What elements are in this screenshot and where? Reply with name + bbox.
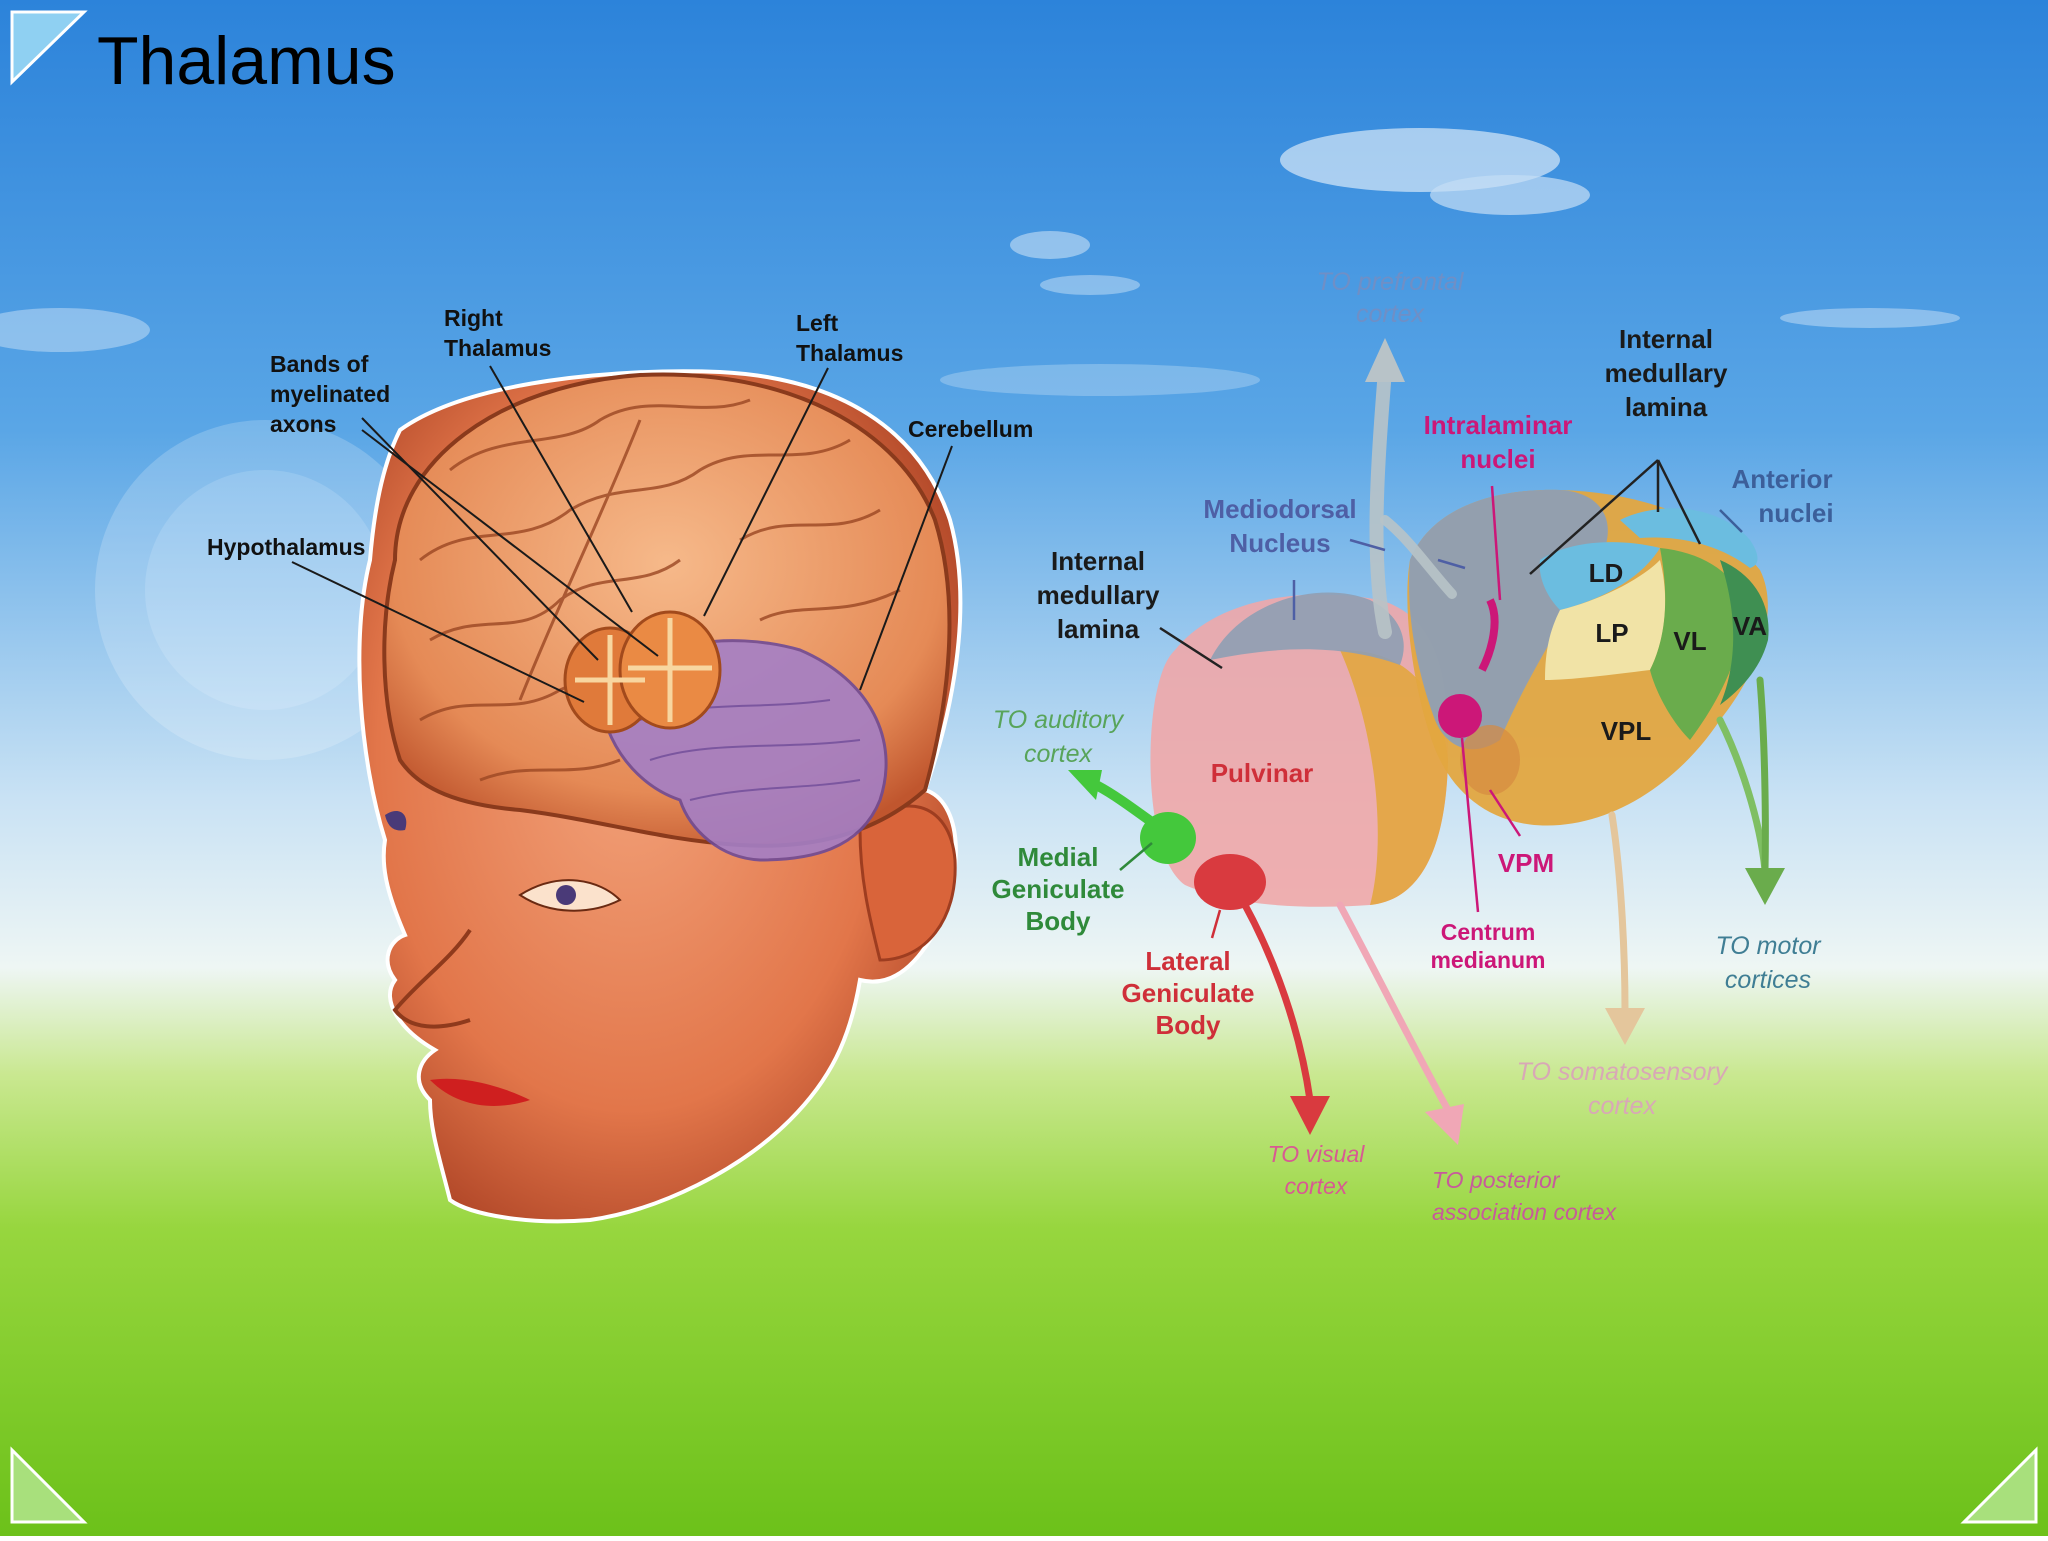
corner-triangle-top-left <box>10 10 88 86</box>
visual-arrow <box>1241 901 1314 1104</box>
pulvinar-cap <box>1210 592 1404 665</box>
somatosensory-arrowhead <box>1605 1008 1645 1045</box>
label-internal-lamina-left-line3: lamina <box>1057 614 1140 644</box>
va-nucleus <box>1720 560 1769 705</box>
anterior-nuclei <box>1620 508 1758 568</box>
motor-arrowhead <box>1745 868 1785 905</box>
corner-triangle-bottom-right <box>1960 1446 2038 1524</box>
label-prefrontal-line2: cortex <box>1356 300 1426 328</box>
prefrontal-arrowhead <box>1365 338 1405 382</box>
centrum-medianum <box>1438 694 1482 738</box>
label-visual-line1: TO visual <box>1268 1141 1366 1167</box>
visual-arrowhead <box>1290 1096 1330 1135</box>
label-bands-line1: Bands of <box>270 351 369 377</box>
label-prefrontal-line1: TO prefrontal <box>1317 268 1465 296</box>
label-internal-lamina-top-line3: lamina <box>1625 392 1708 422</box>
clouds <box>0 128 1960 396</box>
head-leader-lines <box>291 365 953 703</box>
head-illustration <box>357 369 963 1224</box>
label-right-thalamus-line1: Right <box>444 305 503 331</box>
ld-nucleus <box>1539 542 1660 610</box>
label-mgb-line2: Geniculate <box>992 874 1125 904</box>
lp-nucleus <box>1545 560 1666 680</box>
vpm-nucleus <box>1460 725 1520 795</box>
label-left-thalamus-line2: Thalamus <box>796 340 903 366</box>
label-somatosensory-line2: cortex <box>1588 1092 1658 1120</box>
label-ld: LD <box>1589 558 1624 588</box>
label-posterior-line1: TO posterior <box>1432 1167 1561 1193</box>
label-intralaminar-line2: nuclei <box>1460 444 1535 474</box>
prefrontal-arrow <box>1369 363 1392 639</box>
label-right-thalamus-line2: Thalamus <box>444 335 551 361</box>
label-mgb-line1: Medial <box>1018 842 1099 872</box>
label-pulvinar: Pulvinar <box>1211 758 1314 788</box>
label-bands-line3: axons <box>270 411 336 437</box>
label-left-thalamus-line1: Left <box>796 310 839 336</box>
label-lgb-line1: Lateral <box>1145 946 1230 976</box>
label-internal-lamina-left-line1: Internal <box>1051 546 1145 576</box>
label-vpm: VPM <box>1498 848 1554 878</box>
slide-title: Thalamus <box>97 23 396 99</box>
label-motor-line2: cortices <box>1725 966 1811 994</box>
label-internal-lamina-top-line1: Internal <box>1619 324 1713 354</box>
right-iris <box>556 885 576 905</box>
label-mgb-line3: Body <box>1026 906 1092 936</box>
label-posterior-line2: association cortex <box>1432 1199 1618 1225</box>
ear <box>858 804 957 962</box>
thalamus-leader-lines <box>1119 459 1743 939</box>
auditory-arrowhead <box>1068 770 1102 800</box>
label-visual-line2: cortex <box>1285 1173 1349 1199</box>
left-eye <box>385 810 407 831</box>
label-cerebellum: Cerebellum <box>908 416 1033 442</box>
label-somatosensory-line1: TO somatosensory <box>1517 1058 1729 1086</box>
label-intralaminar-line1: Intralaminar <box>1424 410 1573 440</box>
label-internal-lamina-left-line2: medullary <box>1037 580 1160 610</box>
label-internal-lamina-top-line2: medullary <box>1605 358 1728 388</box>
label-centrum-line2: medianum <box>1430 947 1545 973</box>
vl-nucleus <box>1650 548 1745 740</box>
thalamus-bands <box>575 618 712 725</box>
mouth <box>430 1078 530 1106</box>
label-auditory-line2: cortex <box>1024 740 1094 768</box>
intralaminar-nuclei <box>1478 598 1499 672</box>
somatosensory-arrow <box>1608 811 1629 1014</box>
corner-triangle-bottom-left <box>10 1446 88 1524</box>
label-lgb-line2: Geniculate <box>1122 978 1255 1008</box>
posterior-arrow <box>1336 901 1452 1114</box>
label-lgb-line3: Body <box>1156 1010 1222 1040</box>
label-centrum-line1: Centrum <box>1441 919 1536 945</box>
auditory-arrow <box>1093 781 1165 833</box>
label-mediodorsal-line1: Mediodorsal <box>1203 494 1356 524</box>
label-mediodorsal-line2: Nucleus <box>1229 528 1330 558</box>
lateral-geniculate-body <box>1194 854 1266 910</box>
label-lp: LP <box>1595 618 1628 648</box>
label-auditory-line1: TO auditory <box>993 706 1125 734</box>
pulvinar-lateral-region <box>1340 650 1448 905</box>
label-hypothalamus: Hypothalamus <box>207 534 365 560</box>
label-vpl: VPL <box>1601 716 1652 746</box>
label-motor-line1: TO motor <box>1715 932 1822 960</box>
nose <box>392 928 472 1029</box>
label-anterior-line2: nuclei <box>1758 498 1833 528</box>
dandelion-image <box>95 420 435 760</box>
posterior-arrowhead <box>1425 1104 1464 1145</box>
label-va: VA <box>1733 611 1767 641</box>
label-vl: VL <box>1673 626 1706 656</box>
label-anterior-line1: Anterior <box>1731 464 1832 494</box>
label-bands-line2: myelinated <box>270 381 390 407</box>
projection-arrows <box>1068 338 1785 1145</box>
